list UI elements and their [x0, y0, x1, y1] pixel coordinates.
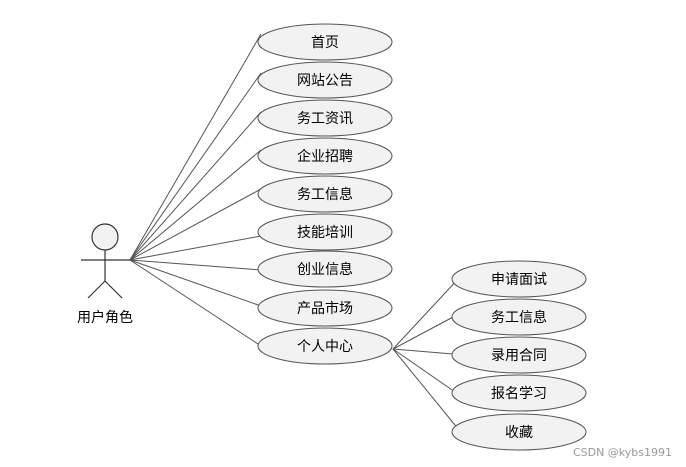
use-case-work-info: 务工信息	[257, 175, 393, 213]
use-case-ellipse	[451, 298, 587, 336]
use-case-ellipse	[257, 175, 393, 213]
association-line	[129, 149, 262, 261]
use-case-product-market: 产品市场	[257, 289, 393, 327]
use-case-label: 收藏	[505, 425, 533, 441]
use-case-label: 创业信息	[297, 261, 353, 278]
association-line	[129, 111, 262, 261]
association-line	[129, 259, 262, 347]
use-case-label: 产品市场	[297, 300, 353, 317]
association-line	[392, 348, 454, 355]
use-case-label: 务工资讯	[297, 111, 353, 127]
use-case-label: 个人中心	[297, 339, 353, 355]
use-case-ellipse	[257, 213, 393, 251]
association-line	[129, 33, 262, 261]
association-line	[392, 277, 460, 350]
use-case-company-recruit: 企业招聘	[257, 137, 393, 175]
use-case-ellipse	[257, 137, 393, 175]
use-case-label: 网站公告	[297, 73, 353, 89]
use-case-work-news: 务工资讯	[257, 99, 393, 137]
association-line	[392, 315, 456, 350]
association-line	[392, 348, 460, 431]
use-case-ellipse	[257, 61, 393, 99]
watermark: CSDN @kybs1991	[573, 446, 672, 459]
use-case-personal-center: 个人中心	[257, 327, 393, 365]
use-case-label: 务工信息	[297, 186, 353, 203]
association-line	[129, 188, 262, 261]
use-case-label: 企业招聘	[297, 148, 353, 165]
actor-head	[91, 223, 119, 251]
use-case-label: 务工信息	[491, 309, 547, 326]
use-case-first-page: 首页	[257, 23, 393, 61]
sub-use-case-contract: 录用合同	[451, 336, 587, 374]
use-case-ellipse	[257, 327, 393, 365]
use-case-ellipse	[451, 413, 587, 451]
sub-use-case-enroll: 报名学习	[451, 374, 587, 412]
actor-right-leg	[104, 280, 123, 299]
use-case-label: 技能培训	[297, 225, 353, 241]
actor-associations	[129, 33, 262, 347]
sub-use-case-favorite: 收藏	[451, 413, 587, 451]
sub-associations	[392, 277, 460, 431]
association-line	[129, 235, 262, 261]
use-case-startup-info: 创业信息	[257, 250, 393, 288]
association-line	[392, 348, 456, 393]
use-case-ellipse	[451, 260, 587, 298]
use-case-ellipse	[451, 374, 587, 412]
use-case-label: 申请面试	[491, 272, 547, 288]
use-case-skill-training: 技能培训	[257, 213, 393, 251]
actor-label: 用户角色	[77, 309, 133, 326]
use-case-label: 报名学习	[491, 386, 547, 402]
use-case-label: 录用合同	[491, 348, 547, 364]
sub-use-case-interview: 申请面试	[451, 260, 587, 298]
association-line	[129, 259, 262, 271]
actor-figure	[81, 223, 130, 299]
association-line	[129, 259, 262, 307]
association-line	[129, 72, 262, 261]
use-case-ellipse	[451, 336, 587, 374]
use-case-site-notice: 网站公告	[257, 61, 393, 99]
use-case-ellipse	[257, 99, 393, 137]
use-case-label: 首页	[311, 35, 339, 51]
use-case-ellipse	[257, 289, 393, 327]
use-case-ellipse	[257, 23, 393, 61]
actor-left-leg	[87, 280, 106, 299]
sub-use-case-work-info: 务工信息	[451, 298, 587, 336]
use-case-ellipse	[257, 250, 393, 288]
